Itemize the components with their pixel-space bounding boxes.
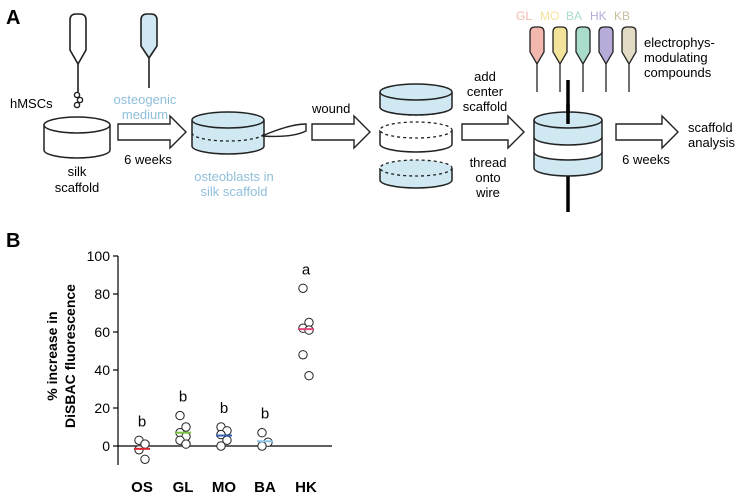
pipette-ba-icon: [575, 26, 591, 92]
assembled-scaffold-icon: [533, 104, 603, 177]
compound-label-gl: GL: [516, 9, 532, 23]
data-point: [304, 371, 314, 381]
analysis-label-line1: scaffold: [688, 120, 733, 135]
pipette-mo-icon: [552, 26, 568, 92]
x-category-label: GL: [173, 479, 194, 496]
data-point: [257, 441, 267, 451]
scalpel-icon: [261, 123, 307, 138]
split-scaffold-icon: [379, 83, 453, 189]
data-point: [175, 410, 185, 421]
compound-label-kb: KB: [614, 9, 630, 23]
x-category-label: BA: [254, 479, 276, 496]
osteoblasts-label-line2: silk scaffold: [201, 184, 268, 199]
pipette-hk-icon: [598, 26, 614, 92]
y-tick-label: 80: [94, 286, 110, 302]
medium-pipette-icon: [140, 13, 158, 88]
panel-b-label: B: [6, 230, 20, 252]
compounds-label-line3: compounds: [644, 65, 712, 80]
medium-label-line2: medium: [122, 107, 168, 122]
osteoblast-scaffold-icon: [191, 111, 265, 155]
y-tick-label: 100: [87, 248, 111, 264]
y-tick-label: 60: [94, 324, 110, 340]
arrow-2-icon: [311, 114, 371, 150]
scaffold-label-line1: silk: [68, 164, 87, 179]
chart: 0 20 40 60 80 100 OS GL MO BA HK b b b b a % increase…: [44, 248, 332, 496]
compound-label-ba: BA: [566, 9, 582, 23]
duration-1-label: 6 weeks: [124, 152, 172, 167]
data-point: [298, 350, 308, 360]
significance-letter: b: [261, 406, 269, 423]
pipette-gl-icon: [529, 26, 545, 92]
compound-label-hk: HK: [590, 9, 607, 23]
y-tick-label: 40: [94, 362, 110, 378]
arrow-1-icon: [117, 114, 187, 150]
x-category-label: OS: [131, 479, 153, 496]
pipette-icon: [69, 13, 87, 92]
thread-label-line2: onto: [475, 170, 500, 185]
arrow-4-icon: [615, 114, 679, 150]
compounds-label-line1: electrophys-: [644, 35, 715, 50]
significance-letter: b: [138, 413, 146, 430]
silk-scaffold-icon: [43, 116, 111, 159]
panel-a-label: A: [6, 7, 20, 29]
x-category-label: MO: [212, 479, 236, 496]
data-point: [257, 428, 267, 438]
medium-label-line1: osteogenic: [114, 92, 177, 107]
cells-icon: [73, 91, 84, 109]
significance-letter: a: [302, 261, 311, 278]
thread-label-line1: thread: [470, 155, 507, 170]
pipette-kb-icon: [621, 26, 637, 92]
scaffold-label-line2: scaffold: [55, 180, 100, 195]
add-label-line2: center: [467, 84, 504, 99]
add-label-line1: add: [474, 69, 496, 84]
data-point: [216, 441, 226, 451]
arrow-3-icon: [461, 114, 525, 150]
analysis-label-line2: analysis: [688, 135, 735, 150]
compound-pipettes: [529, 26, 637, 92]
osteoblasts-label-line1: osteoblasts in: [194, 169, 274, 184]
significance-letter: b: [179, 389, 187, 406]
y-tick-label: 0: [102, 438, 110, 454]
y-tick-label: 20: [94, 400, 110, 416]
data-point: [140, 454, 150, 464]
x-category-label: HK: [295, 479, 317, 496]
data-point: [181, 439, 191, 449]
compound-label-mo: MO: [540, 9, 559, 23]
compounds-label-line2: modulating: [644, 50, 708, 65]
add-label-line3: scaffold: [463, 99, 508, 114]
thread-label-line3: wire: [475, 185, 500, 200]
data-point: [298, 283, 308, 293]
y-axis-label-line2: DiSBAC fluorescence: [62, 284, 78, 428]
duration-2-label: 6 weeks: [622, 152, 670, 167]
y-axis-label-line1: % increase in: [44, 311, 60, 401]
cells-label: hMSCs: [10, 96, 53, 111]
significance-letter: b: [220, 400, 228, 417]
wound-label: wound: [311, 101, 350, 116]
data-point: [181, 422, 191, 432]
